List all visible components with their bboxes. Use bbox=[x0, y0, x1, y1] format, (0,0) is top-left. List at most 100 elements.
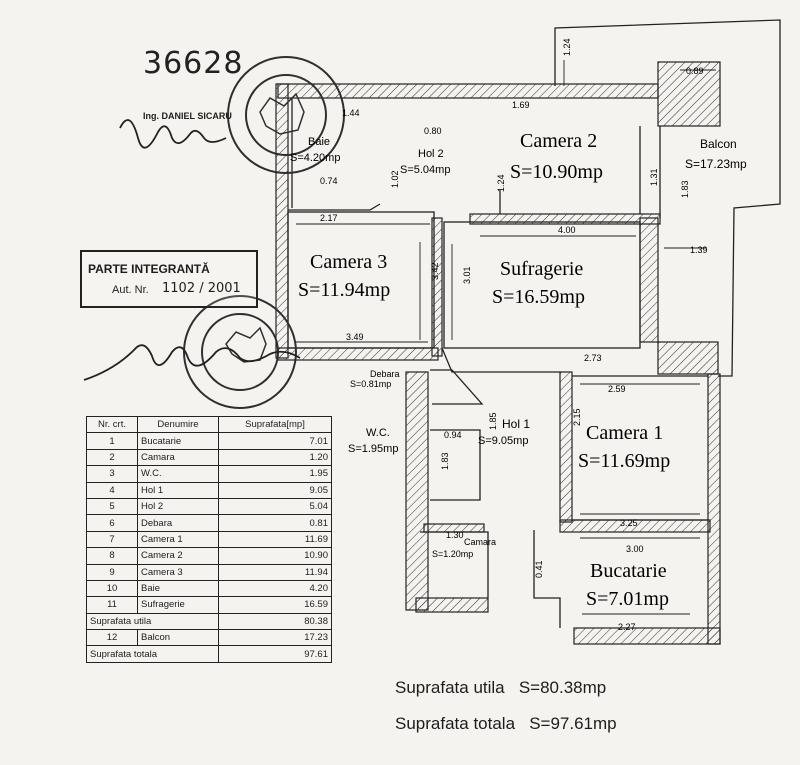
table-cell: 10.90 bbox=[218, 547, 332, 565]
table-cell: 6 bbox=[86, 514, 138, 532]
dimension-label: 1.83 bbox=[680, 180, 690, 198]
table-cell: Camara bbox=[137, 448, 219, 467]
handwritten-signatures bbox=[83, 119, 301, 381]
room-area: S=1.20mp bbox=[432, 549, 473, 559]
table-cell: Camera 2 bbox=[137, 547, 219, 565]
dimension-label: 3.42 bbox=[430, 262, 440, 280]
room-name: W.C. bbox=[366, 427, 390, 439]
dimension-label: 1.85 bbox=[488, 412, 498, 430]
table-cell: 1 bbox=[86, 432, 138, 450]
room-name: Camera 3 bbox=[310, 251, 387, 273]
dimension-label: 1.44 bbox=[342, 108, 360, 118]
dimension-label: 2.17 bbox=[320, 213, 338, 223]
dimension-label: 3.01 bbox=[462, 266, 472, 284]
walls bbox=[275, 61, 721, 645]
room-area: S=17.23mp bbox=[685, 157, 747, 171]
total-area-value: S=97.61mp bbox=[529, 714, 617, 733]
table-cell: 7.01 bbox=[218, 432, 332, 450]
room-area: S=16.59mp bbox=[492, 286, 585, 308]
room-area: S=11.69mp bbox=[578, 450, 670, 472]
dimension-label: 1.24 bbox=[496, 174, 506, 192]
room-area: S=5.04mp bbox=[400, 164, 450, 176]
room-name: Camera 2 bbox=[520, 130, 597, 152]
table-cell: 2 bbox=[86, 448, 138, 467]
dimension-label: 3.25 bbox=[620, 518, 638, 528]
dimension-label: 0.89 bbox=[686, 66, 704, 76]
room-area: S=10.90mp bbox=[510, 161, 603, 183]
table-cell: Hol 2 bbox=[137, 497, 219, 516]
table-cell: 5.04 bbox=[218, 497, 332, 516]
table-cell: 1.20 bbox=[218, 448, 332, 467]
table-cell: Bucatarie bbox=[137, 432, 219, 450]
table-cell: Baie bbox=[137, 579, 219, 598]
dimension-label: 3.00 bbox=[626, 544, 644, 554]
table-cell: 3 bbox=[86, 465, 138, 483]
dimension-label: 1.83 bbox=[440, 452, 450, 470]
table-cell: Hol 1 bbox=[137, 481, 219, 499]
table-cell: 11.94 bbox=[218, 563, 332, 581]
useful-area-label: Suprafata utila bbox=[395, 678, 505, 697]
table-cell: 9.05 bbox=[218, 481, 332, 499]
dimension-label: 0.94 bbox=[444, 430, 462, 440]
room-area: S=1.95mp bbox=[348, 443, 398, 455]
table-cell: Camera 3 bbox=[137, 563, 219, 581]
engineer-name: Ing. DANIEL SICARU bbox=[143, 111, 232, 121]
table-cell: 1.95 bbox=[218, 465, 332, 483]
dimension-label: 4.00 bbox=[558, 225, 576, 235]
room-name: Bucatarie bbox=[590, 560, 667, 582]
table-cell: 10 bbox=[86, 579, 138, 598]
table-cell: 17.23 bbox=[218, 629, 332, 647]
room-area: S=9.05mp bbox=[478, 435, 528, 447]
dimension-label: 1.30 bbox=[446, 530, 464, 540]
dimension-label: 2.27 bbox=[618, 622, 636, 632]
stamp-label: Aut. Nr. bbox=[112, 284, 149, 296]
room-area: S=11.94mp bbox=[298, 279, 390, 301]
dimension-label: 3.49 bbox=[346, 332, 364, 342]
dimension-label: 2.15 bbox=[572, 408, 582, 426]
room-name: Camara bbox=[464, 537, 496, 547]
table-cell: Balcon bbox=[137, 629, 219, 647]
approval-stamp-box: PARTE INTEGRANTĂ Aut. Nr. 1102 / 2001 bbox=[80, 250, 258, 308]
room-name: Hol 2 bbox=[418, 148, 444, 160]
room-name: Sufragerie bbox=[500, 258, 583, 280]
table-cell: 4.20 bbox=[218, 579, 332, 598]
table-cell: W.C. bbox=[137, 465, 219, 483]
table-cell: 11.69 bbox=[218, 530, 332, 549]
table-header-row: Nr. crt. Denumire Suprafata[mp] bbox=[86, 415, 332, 434]
dimension-label: 1.02 bbox=[390, 170, 400, 188]
table-cell: Suprafata totala bbox=[86, 645, 219, 663]
dimension-label: 1.69 bbox=[512, 100, 530, 110]
dimension-label: 1.24 bbox=[562, 38, 572, 56]
table-cell: 7 bbox=[86, 530, 138, 549]
dimension-label: 1.39 bbox=[690, 245, 708, 255]
total-area-summary: Suprafata totala S=97.61mp bbox=[395, 714, 617, 734]
table-header: Suprafata[mp] bbox=[218, 415, 332, 434]
table-cell: Camera 1 bbox=[137, 530, 219, 549]
dimension-label: 1.31 bbox=[649, 168, 659, 186]
stamp-title: PARTE INTEGRANTĂ bbox=[88, 262, 210, 276]
room-area: S=0.81mp bbox=[350, 379, 391, 389]
table-cell: 4 bbox=[86, 481, 138, 499]
table-cell: Sufragerie bbox=[137, 596, 219, 614]
table-cell: Suprafata utila bbox=[86, 612, 219, 631]
dimension-lines bbox=[296, 60, 716, 615]
dimension-labels: 1.24 0.89 1.44 1.69 0.80 1.02 0.74 1.24 … bbox=[320, 38, 708, 632]
table-cell: 5 bbox=[86, 497, 138, 516]
table-cell: 0.81 bbox=[218, 514, 332, 532]
plan-outline bbox=[287, 19, 781, 628]
room-name: Camera 1 bbox=[586, 422, 663, 444]
reference-number: 36628 bbox=[143, 46, 244, 81]
